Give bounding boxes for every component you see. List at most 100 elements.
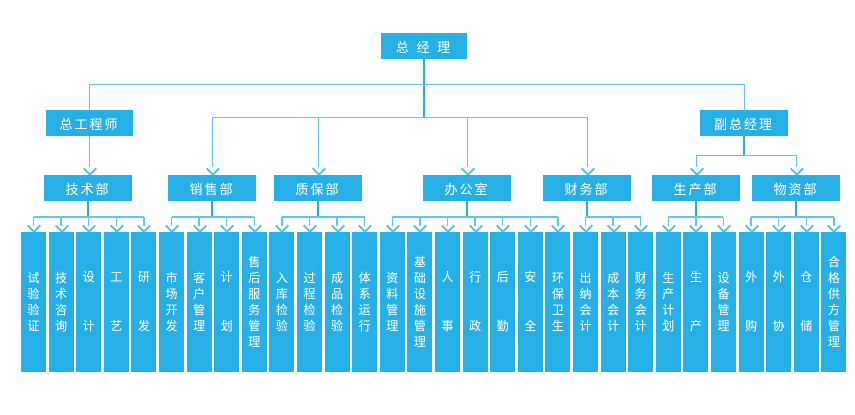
connector-line-vertical	[466, 117, 468, 167]
connector-line-horizontal	[751, 216, 834, 218]
function-label: 技术咨询	[55, 271, 68, 333]
connector-line-horizontal	[171, 216, 255, 218]
arrow-down-icon	[578, 218, 594, 234]
node-function-office-2: 人事	[435, 232, 460, 372]
connector-line-vertical	[225, 217, 228, 226]
arrow-down-icon	[164, 218, 180, 234]
arrow-down-icon	[634, 218, 649, 234]
node-function-sales-0: 市场开发	[159, 232, 184, 372]
node-function-office-5: 安全	[517, 232, 543, 372]
connector-line-vertical	[89, 84, 90, 110]
arrow-down-icon	[827, 218, 842, 234]
connector-line-vertical	[89, 136, 90, 167]
node-function-technology-0: 试验验证	[21, 232, 46, 372]
function-label: 市场开发	[165, 271, 178, 333]
connector-line-vertical	[308, 217, 311, 226]
arrow-down-icon	[523, 218, 538, 234]
function-label: 研发	[137, 270, 150, 333]
connector-line-vertical	[336, 217, 338, 226]
connector-line-vertical	[253, 217, 256, 226]
connector-line-horizontal	[89, 83, 744, 85]
function-label: 设计	[82, 270, 95, 333]
node-dept-sales: 销售部	[168, 175, 256, 201]
connector-line-vertical	[612, 217, 614, 226]
arrow-down-icon	[54, 218, 69, 234]
node-dept-quality: 质保部	[274, 175, 362, 201]
node-function-quality-3: 体系运行	[352, 232, 378, 372]
node-function-technology-3: 工艺	[103, 232, 129, 372]
connector-line-vertical	[317, 117, 319, 167]
connector-line-vertical	[198, 217, 200, 226]
function-label: 计划	[220, 270, 233, 333]
function-label: 安全	[524, 270, 537, 333]
function-label: 外协	[772, 270, 785, 333]
arrow-down-icon	[716, 218, 732, 234]
node-function-office-6: 环保卫生	[545, 232, 571, 372]
node-function-finance-2: 财务会计	[628, 232, 654, 372]
function-label: 设备管理	[717, 271, 730, 333]
connector-line-vertical	[466, 201, 468, 217]
arrow-down-icon	[26, 218, 42, 234]
node-function-technology-4: 研发	[131, 232, 157, 372]
connector-line-vertical	[115, 217, 118, 226]
connector-line-vertical	[170, 217, 173, 226]
function-label: 基础设施管理	[413, 255, 426, 349]
arrow-down-icon	[82, 218, 97, 234]
node-dept-finance: 财务部	[543, 175, 631, 201]
connector-line-vertical	[750, 217, 752, 226]
function-label: 体系运行	[358, 271, 371, 333]
function-label: 生产计划	[662, 271, 675, 333]
function-label: 后勤	[496, 270, 509, 333]
node-function-office-4: 后勤	[490, 232, 516, 372]
connector-line-vertical	[391, 217, 394, 226]
node-function-materials-1: 外协	[766, 232, 792, 372]
node-deputy-general-manager: 副总经理	[700, 110, 788, 136]
arrow-down-icon	[744, 218, 759, 234]
node-function-sales-2: 计划	[214, 232, 240, 372]
arrow-down-icon	[689, 161, 704, 176]
connector-line-vertical	[695, 217, 697, 226]
node-function-sales-1: 客户管理	[186, 232, 212, 372]
arrow-down-icon	[358, 218, 373, 234]
connector-line-vertical	[795, 201, 797, 217]
arrow-down-icon	[496, 218, 511, 234]
function-label: 成品检验	[331, 271, 344, 333]
node-function-office-3: 行政	[462, 232, 488, 372]
connector-line-vertical	[743, 84, 745, 110]
connector-line-vertical	[446, 217, 449, 226]
node-dept-technology: 技术部	[44, 175, 132, 201]
connector-line-vertical	[317, 201, 319, 217]
connector-line-horizontal	[212, 116, 587, 118]
node-function-office-0: 资料管理	[379, 232, 405, 372]
arrow-down-icon	[302, 218, 318, 234]
node-function-technology-1: 技术咨询	[48, 232, 74, 372]
function-label: 环保卫生	[551, 271, 564, 333]
connector-line-vertical	[211, 201, 213, 217]
connector-line-vertical	[584, 217, 587, 226]
connector-line-vertical	[777, 217, 780, 226]
arrow-down-icon	[413, 218, 428, 234]
connector-line-vertical	[423, 59, 425, 117]
arrow-down-icon	[330, 218, 345, 234]
arrow-down-icon	[440, 218, 456, 234]
connector-line-vertical	[363, 217, 366, 226]
function-label: 工艺	[110, 270, 123, 333]
function-label: 人事	[441, 270, 454, 333]
function-label: 资料管理	[386, 271, 399, 333]
function-label: 出纳会计	[579, 271, 592, 333]
arrow-down-icon	[551, 218, 566, 234]
connector-line-vertical	[281, 217, 283, 226]
node-function-quality-1: 过程检验	[297, 232, 322, 372]
arrow-down-icon	[82, 161, 98, 176]
arrow-down-icon	[799, 218, 814, 234]
arrow-down-icon	[661, 218, 676, 234]
connector-line-vertical	[529, 217, 532, 226]
connector-line-vertical	[501, 217, 504, 226]
function-label: 售后服务管理	[248, 255, 261, 349]
arrow-down-icon	[192, 218, 207, 234]
arrow-down-icon	[789, 161, 804, 176]
node-function-quality-0: 入库检验	[269, 232, 295, 372]
function-label: 行政	[469, 270, 482, 333]
node-function-materials-0: 外购	[738, 232, 764, 372]
function-label: 客户管理	[193, 271, 206, 333]
